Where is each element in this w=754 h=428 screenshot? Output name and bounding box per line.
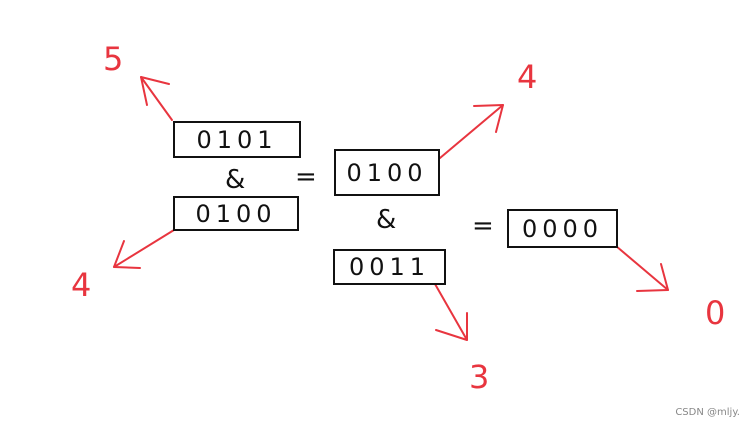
decimal-label-5: 5	[103, 40, 124, 78]
equals-sign-1: =	[295, 162, 317, 192]
watermark: CSDN @mljy.	[675, 407, 740, 418]
decimal-label-4-right: 4	[517, 58, 538, 96]
equals-sign-2: =	[472, 211, 494, 241]
arrow-to-label-0	[615, 245, 669, 292]
arrow-to-label-5	[140, 76, 173, 121]
and-operator-1: &	[225, 165, 246, 195]
result-1-box: 0100	[334, 149, 440, 196]
decimal-label-0: 0	[705, 294, 726, 332]
operand-c-box: 0011	[333, 249, 446, 285]
operand-a-box: 0101	[173, 121, 301, 158]
result-2-box: 0000	[507, 209, 618, 248]
and-operator-2: &	[376, 205, 397, 235]
arrow-to-label-4-right	[439, 104, 504, 159]
arrow-to-label-4-left	[113, 229, 175, 269]
decimal-label-4-left: 4	[71, 266, 92, 304]
decimal-label-3: 3	[469, 358, 490, 396]
operand-b-box: 0100	[173, 196, 299, 231]
arrow-to-label-3	[434, 283, 468, 341]
